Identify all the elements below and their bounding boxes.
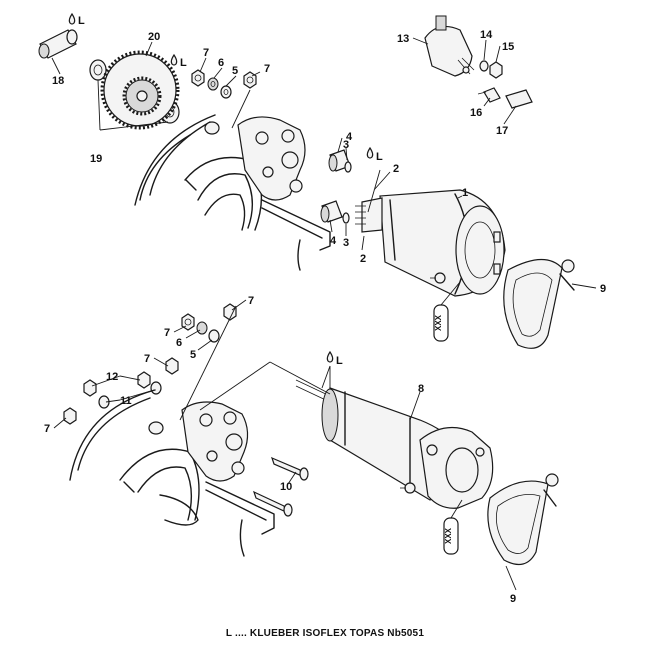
lube-drop-icon [68, 12, 76, 25]
callout-9: 9 [510, 593, 516, 605]
part-16-terminal [477, 87, 501, 103]
lube-drop-icon [366, 146, 374, 159]
callout-4: 4 [330, 235, 337, 247]
callout-7: 7 [164, 327, 170, 339]
lube-drop-icon [170, 53, 178, 66]
callout-6: 6 [218, 57, 224, 69]
callout-10: 10 [280, 481, 292, 493]
callout-4: 4 [346, 131, 353, 143]
lubricant-footnote: L .... KLUEBER ISOFLEX TOPAS Nb5051 [225, 628, 425, 639]
callout-5: 5 [232, 65, 238, 77]
callout-7: 7 [264, 63, 270, 75]
callout-14: 14 [480, 29, 493, 41]
callout-2: 2 [360, 253, 366, 265]
part-18-shaft [38, 29, 78, 59]
part-20-gear [100, 50, 180, 130]
callout-leaders [51, 37, 597, 591]
callout-17: 17 [496, 125, 508, 137]
lube-mark-label: L [180, 57, 187, 69]
part-11-washer [150, 381, 162, 395]
part-7-nut [223, 303, 237, 321]
part-12-nut [83, 379, 97, 397]
callout-15: 15 [502, 41, 514, 53]
part-9-clamp-band [503, 258, 575, 349]
part-3-oring [344, 161, 352, 173]
part-14-washer [479, 60, 489, 72]
warning-label-lower: XXX [443, 517, 459, 555]
warning-label-upper: XXX [433, 304, 449, 342]
callout-16: 16 [470, 107, 482, 119]
callout-3: 3 [343, 237, 349, 249]
lube-mark-label: L [336, 355, 343, 367]
part-12-nut [137, 371, 151, 389]
part-19-washer [89, 59, 107, 81]
callout-1: 1 [462, 187, 468, 199]
part-7-nut [191, 69, 205, 87]
callout-5: 5 [190, 349, 196, 361]
callout-11: 11 [120, 395, 132, 407]
warning-label-text: XXX [434, 314, 443, 331]
part-3-oring [342, 212, 350, 224]
part-9-clamp-band [487, 473, 559, 566]
callout-7: 7 [248, 295, 254, 307]
part-7-nut [63, 407, 77, 425]
callout-9: 9 [600, 283, 606, 295]
lube-drop-icon [326, 350, 334, 363]
engine-case-lower [69, 389, 275, 557]
part-10-bolt [271, 456, 309, 481]
part-8-starter-motor [295, 379, 494, 509]
callout-20: 20 [148, 31, 160, 43]
warning-label-text: XXX [444, 527, 453, 544]
part-6-washer [196, 321, 208, 335]
callout-13: 13 [397, 33, 409, 45]
lube-mark-label: L [376, 151, 383, 163]
part-15-nut [489, 61, 503, 79]
callout-18: 18 [52, 75, 64, 87]
part-4-bushing [320, 200, 343, 223]
callout-2: 2 [393, 163, 399, 175]
part-6-washer [207, 77, 219, 91]
part-5-washer [208, 329, 220, 343]
callout-3: 3 [343, 139, 349, 151]
lube-mark-label: L [78, 15, 85, 27]
part-10-bolt [252, 490, 293, 517]
engine-case-upper [134, 114, 331, 271]
part-7-nut [165, 357, 179, 375]
callout-7: 7 [144, 353, 150, 365]
callout-8: 8 [418, 383, 424, 395]
callout-6: 6 [176, 337, 182, 349]
part-13-starter-relay [424, 15, 475, 77]
part-5-washer [220, 85, 232, 99]
callout-19: 19 [90, 153, 102, 165]
callout-7: 7 [44, 423, 50, 435]
part-1-starter-motor [355, 189, 506, 297]
callout-7: 7 [203, 47, 209, 59]
callout-12: 12 [106, 371, 118, 383]
part-17-connector [505, 89, 533, 109]
